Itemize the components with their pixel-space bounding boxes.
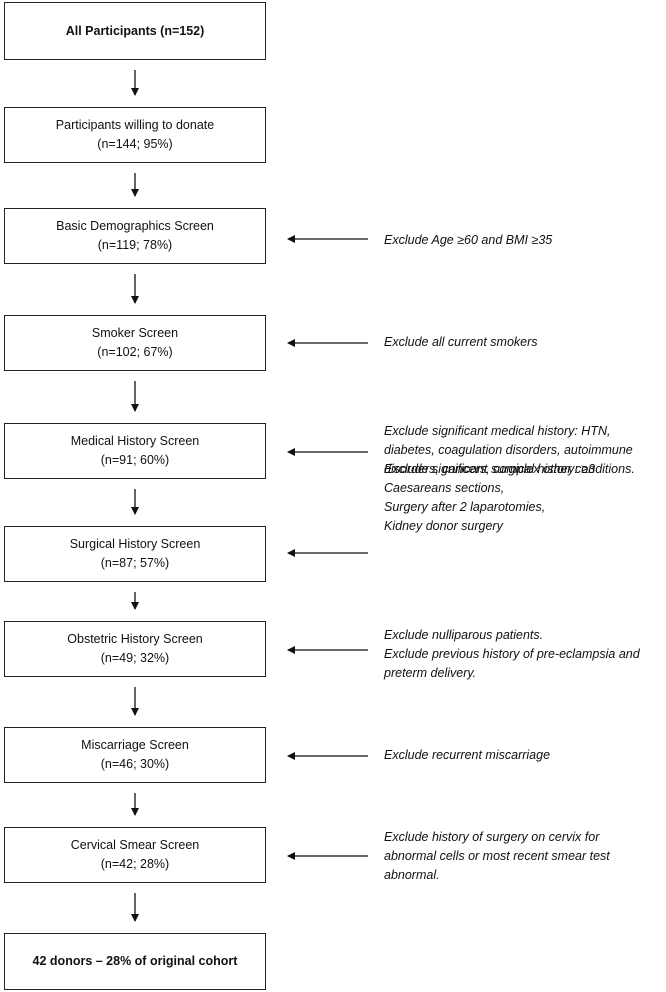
exclusion-note: Exclude significant medical history: HTN…: [384, 422, 664, 479]
exclusion-note: Exclude significant surgical history: ≥3…: [384, 460, 664, 536]
flow-step-text: Surgical History Screen: [69, 537, 201, 551]
flow-step-text: (n=87; 57%): [100, 556, 170, 570]
flow-step-text: Cervical Smear Screen: [70, 838, 200, 852]
flow-step-text: Smoker Screen: [91, 326, 179, 340]
flow-step-box: All Participants (n=152): [4, 2, 266, 60]
flow-step-box: Basic Demographics Screen (n=119; 78%): [4, 208, 266, 264]
flow-step-box: Cervical Smear Screen (n=42; 28%): [4, 827, 266, 883]
exclusion-line: Exclude previous history of pre-eclampsi…: [384, 647, 640, 661]
flow-step-text: (n=42; 28%): [100, 857, 170, 871]
flow-step-text: (n=144; 95%): [97, 137, 173, 151]
exclusion-line: Exclude all current smokers: [384, 335, 538, 349]
flow-step-box: Miscarriage Screen (n=46; 30%): [4, 727, 266, 783]
exclusion-line: disorders, cancers, complex other condit…: [384, 462, 635, 476]
flow-step-box: Smoker Screen (n=102; 67%): [4, 315, 266, 371]
exclusion-line: Kidney donor surgery: [384, 519, 503, 533]
exclusion-note: Exclude nulliparous patients. Exclude pre…: [384, 626, 664, 683]
flow-step-text: Participants willing to donate: [55, 118, 215, 132]
flow-step-box: Participants willing to donate (n=144; 95…: [4, 107, 266, 163]
flow-step-text: (n=49; 32%): [100, 651, 170, 665]
exclusion-line: diabetes, coagulation disorders, autoimm…: [384, 443, 633, 457]
exclusion-line: Exclude Age ≥60 and BMI ≥35: [384, 233, 553, 247]
flow-step-box: 42 donors – 28% of original cohort: [4, 933, 266, 990]
exclusion-line: preterm delivery.: [384, 666, 477, 680]
exclusion-line: abnormal.: [384, 868, 440, 882]
flow-step-text: 42 donors – 28% of original cohort: [32, 954, 238, 968]
exclusion-line: Surgery after 2 laparotomies,: [384, 500, 546, 514]
flow-step-text: Basic Demographics Screen: [56, 219, 214, 233]
exclusion-note: Exclude history of surgery on cervix for…: [384, 828, 664, 885]
flow-step-text: (n=91; 60%): [100, 453, 170, 467]
flow-step-text: (n=119; 78%): [97, 238, 173, 252]
exclusion-line: Exclude significant medical history: HTN…: [384, 424, 611, 438]
flow-step-box: Surgical History Screen (n=87; 57%): [4, 526, 266, 582]
exclusion-line: Exclude nulliparous patients.: [384, 628, 544, 642]
flow-step-text: Medical History Screen: [70, 434, 200, 448]
flow-step-text: All Participants (n=152): [65, 23, 205, 38]
flow-step-box: Medical History Screen (n=91; 60%): [4, 423, 266, 479]
flow-step-box: Obstetric History Screen (n=49; 32%): [4, 621, 266, 677]
exclusion-line: Exclude significant surgical history: ≥3: [384, 462, 596, 476]
flow-step-text: (n=46; 30%): [100, 757, 170, 771]
exclusion-note: Exclude all current smokers: [384, 333, 664, 352]
exclusion-line: Exclude history of surgery on cervix for: [384, 830, 600, 844]
flow-step-text: Miscarriage Screen: [81, 738, 189, 752]
exclusion-note: Exclude Age ≥60 and BMI ≥35: [384, 231, 664, 250]
exclusion-note: Exclude recurrent miscarriage: [384, 746, 664, 765]
flow-step-text: Obstetric History Screen: [67, 632, 203, 646]
exclusion-line: abnormal cells or most recent smear test: [384, 849, 610, 863]
exclusion-line: Exclude recurrent miscarriage: [384, 748, 551, 762]
exclusion-line: Caesareans sections,: [384, 481, 505, 495]
flow-step-text: (n=102; 67%): [97, 345, 173, 359]
